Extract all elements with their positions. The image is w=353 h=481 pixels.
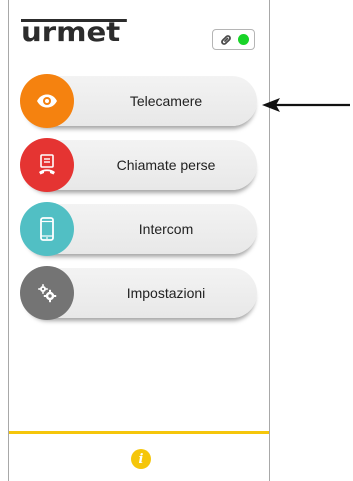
footer-divider <box>9 431 269 434</box>
chiamate-perse-icon-circle <box>20 138 74 192</box>
menu-item-label: Telecamere <box>129 93 203 109</box>
app-screen: urmet Tele <box>8 0 270 481</box>
menu-item-chiamate-perse[interactable]: Chiamate perse <box>20 138 257 192</box>
missed-call-icon <box>39 154 55 175</box>
connection-status-dot <box>238 34 249 45</box>
info-button[interactable]: i <box>131 449 151 469</box>
arrow-left-icon <box>262 98 350 112</box>
gears-icon <box>38 284 57 303</box>
info-icon: i <box>138 451 144 467</box>
telecamere-icon-circle <box>20 74 74 128</box>
intercom-icon-circle <box>20 202 74 256</box>
menu-item-impostazioni[interactable]: Impostazioni <box>20 266 257 320</box>
menu-item-label: Intercom <box>138 221 194 237</box>
urmet-logo: urmet <box>21 17 127 48</box>
smartphone-icon <box>40 217 54 241</box>
app-header: urmet <box>9 0 269 60</box>
impostazioni-icon-circle <box>20 266 74 320</box>
link-icon <box>221 35 231 45</box>
menu-item-label: Chiamate perse <box>116 157 216 173</box>
eye-icon <box>37 94 57 108</box>
menu-item-telecamere[interactable]: Telecamere <box>20 74 257 128</box>
menu-item-label: Impostazioni <box>126 285 206 301</box>
connection-status-badge[interactable] <box>212 29 255 50</box>
menu-item-intercom[interactable]: Intercom <box>20 202 257 256</box>
